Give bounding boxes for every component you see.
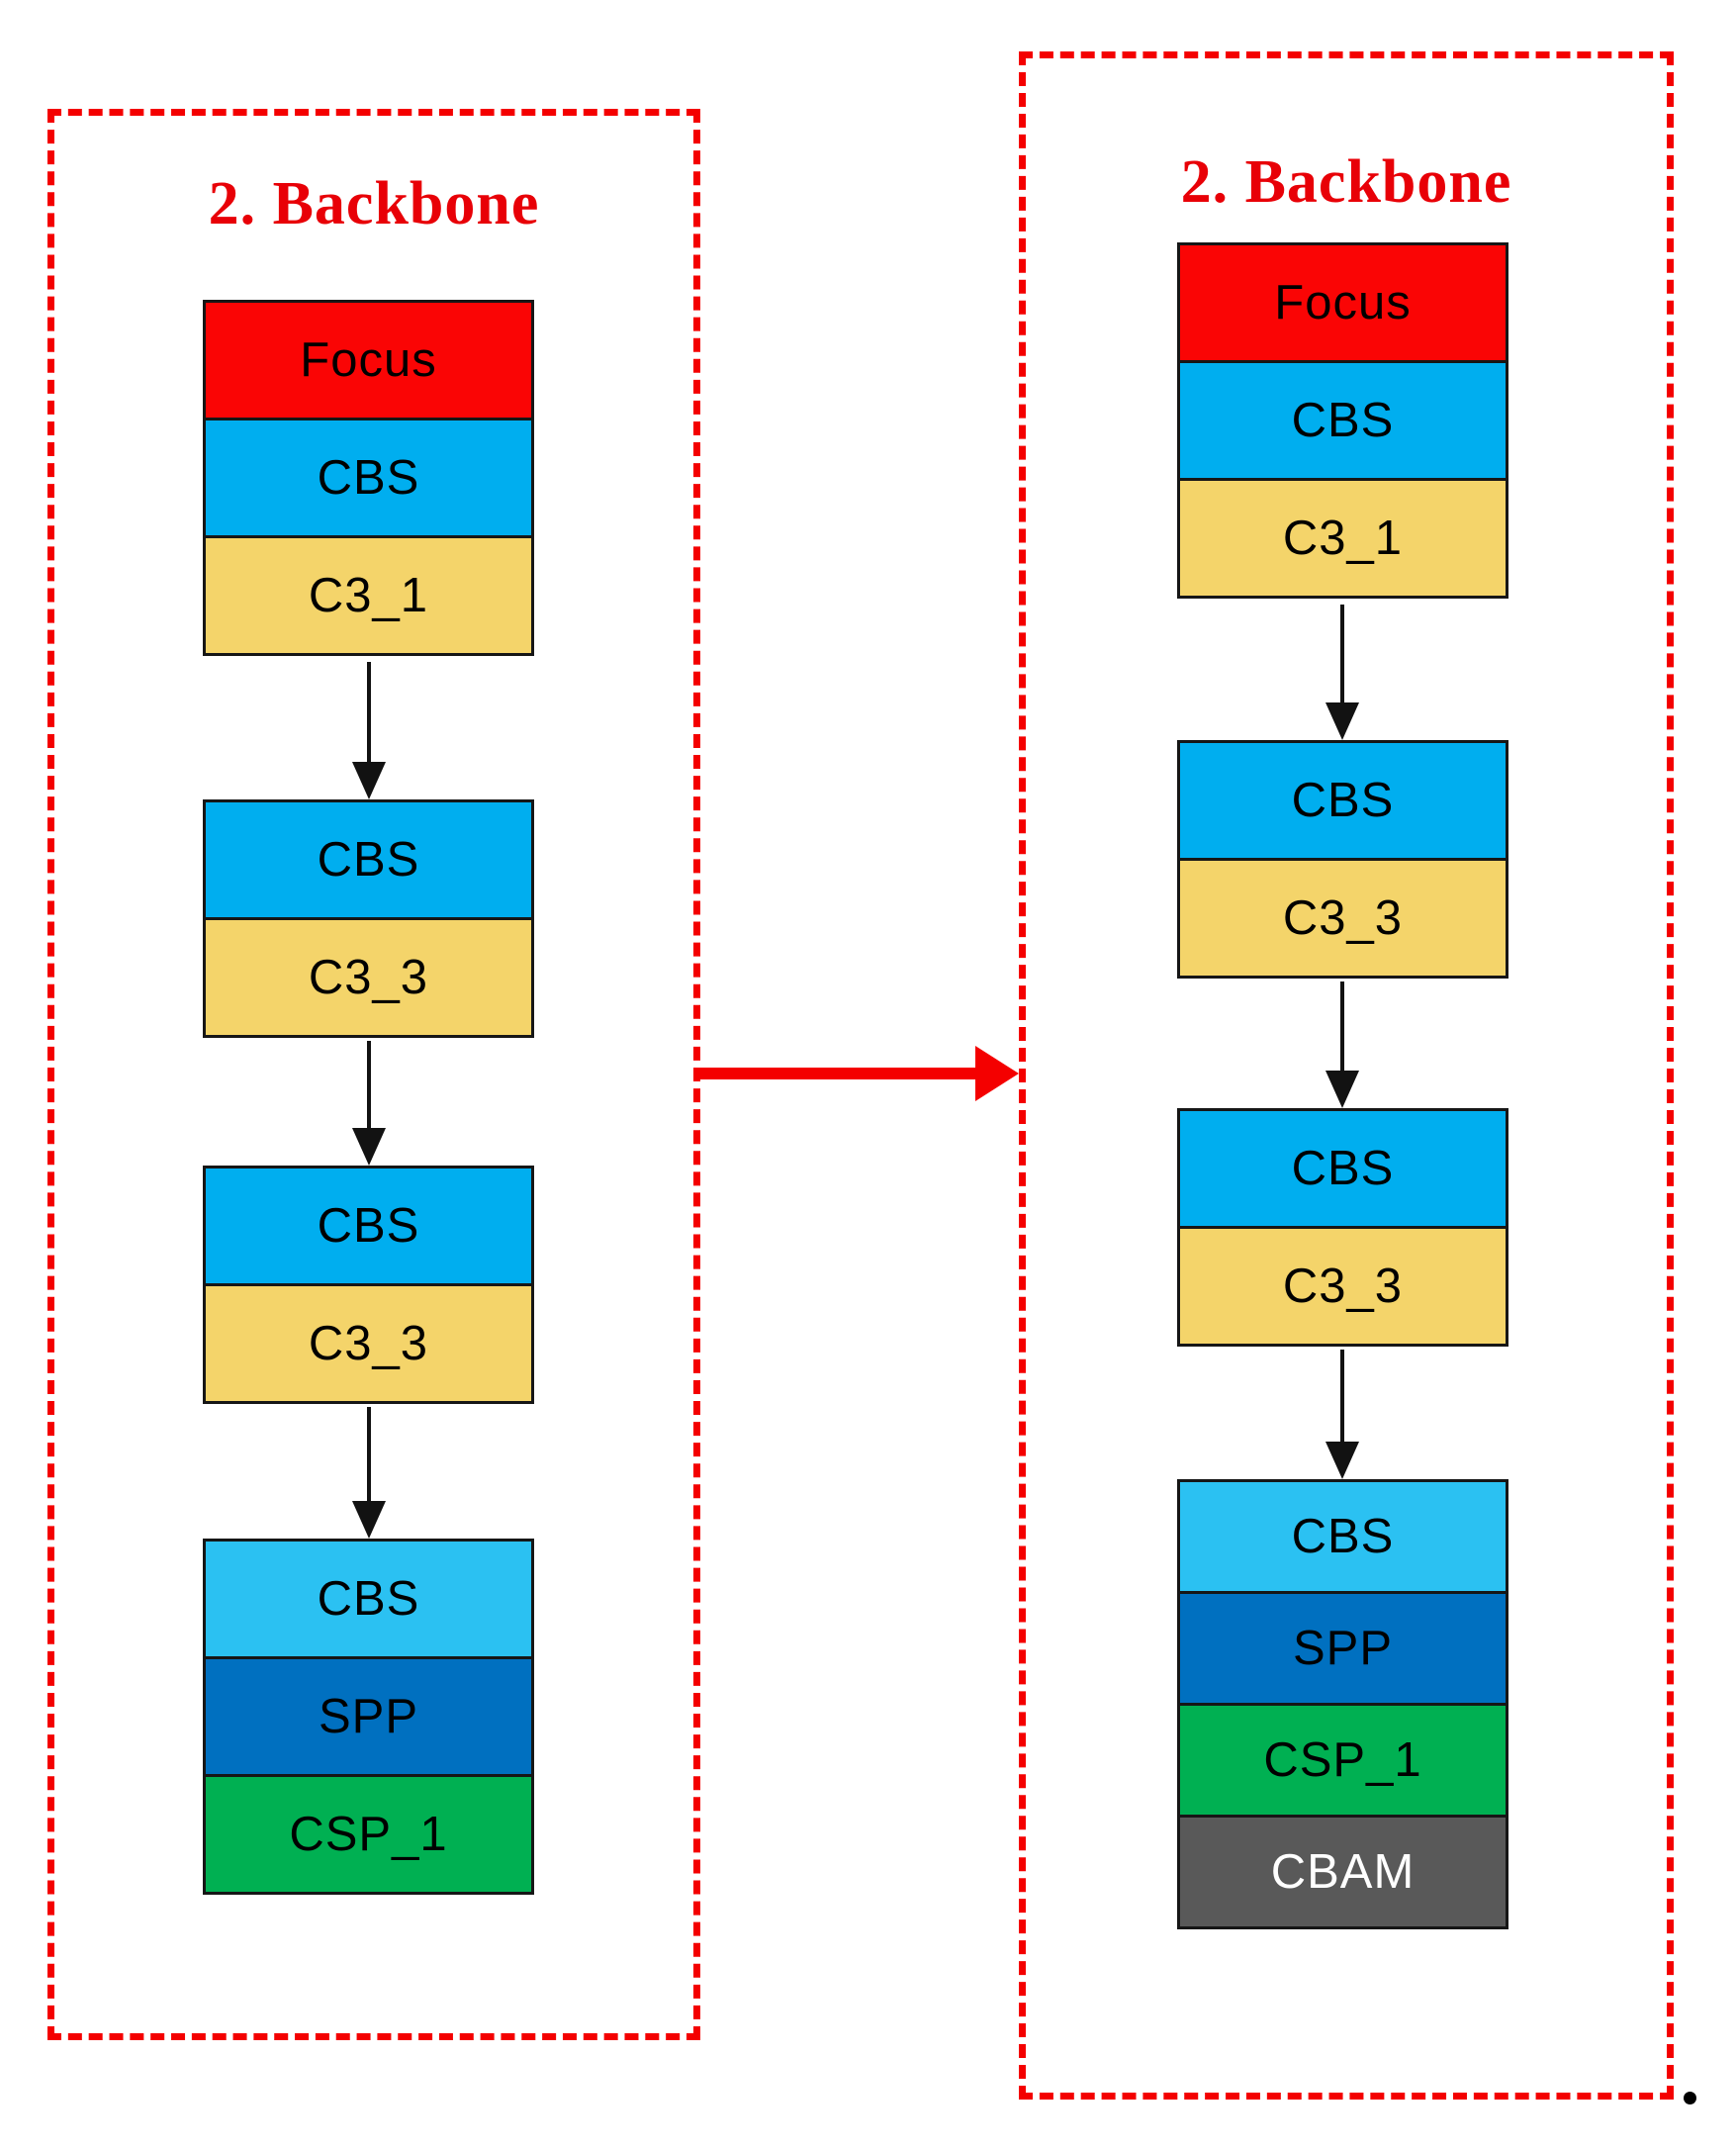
block-c3-3: C3_3 [203, 917, 534, 1038]
down-arrow-icon [349, 662, 389, 799]
arrow-head [1325, 1442, 1359, 1479]
block-cbs: CBS [203, 1539, 534, 1659]
down-arrow-icon [1323, 982, 1362, 1108]
block-csp-1: CSP_1 [1177, 1703, 1508, 1818]
arrow-shaft [1340, 605, 1344, 704]
backbone-panel-modified: 2. Backbone Focus CBS C3_1 CBS C3_3 CBS … [1019, 51, 1674, 2100]
block-cbs: CBS [1177, 1479, 1508, 1594]
panel-title: 2. Backbone [1180, 148, 1512, 216]
block-cbs: CBS [203, 799, 534, 920]
block-csp-1: CSP_1 [203, 1774, 534, 1895]
block-c3-3: C3_3 [1177, 1226, 1508, 1347]
block-cbam: CBAM [1177, 1815, 1508, 1929]
arrow-head [1325, 1071, 1359, 1108]
transform-arrow-icon [700, 1046, 1019, 1101]
block-spp: SPP [203, 1656, 534, 1777]
block-cbs: CBS [1177, 740, 1508, 861]
down-arrow-icon [1323, 605, 1362, 740]
block-focus: Focus [203, 300, 534, 421]
backbone-panel-original: 2. Backbone Focus CBS C3_1 CBS C3_3 CBS … [47, 109, 700, 2040]
arrow-head [352, 1128, 386, 1166]
arrow-head [975, 1046, 1019, 1101]
arrow-shaft [1340, 1350, 1344, 1444]
block-focus: Focus [1177, 242, 1508, 363]
arrow-shaft [367, 1041, 371, 1130]
module-stack: CBS SPP CSP_1 [203, 1539, 534, 1895]
module-stack: CBS C3_3 [203, 1166, 534, 1404]
block-c3-1: C3_1 [1177, 478, 1508, 599]
module-stack: Focus CBS C3_1 [203, 300, 534, 656]
module-stack: Focus CBS C3_1 [1177, 242, 1508, 599]
arrow-head [1325, 702, 1359, 740]
down-arrow-icon [349, 1041, 389, 1166]
arrow-head [352, 1501, 386, 1539]
caption-period-dot [1684, 2092, 1696, 2104]
arrow-shaft [700, 1068, 975, 1079]
arrow-shaft [367, 662, 371, 764]
block-cbs: CBS [203, 418, 534, 538]
block-c3-3: C3_3 [1177, 858, 1508, 979]
block-c3-1: C3_1 [203, 535, 534, 656]
module-stack: CBS C3_3 [1177, 1108, 1508, 1347]
panel-title: 2. Backbone [208, 170, 540, 237]
arrow-shaft [367, 1407, 371, 1503]
down-arrow-icon [349, 1407, 389, 1539]
block-cbs: CBS [1177, 360, 1508, 481]
block-cbs: CBS [1177, 1108, 1508, 1229]
block-spp: SPP [1177, 1591, 1508, 1706]
down-arrow-icon [1323, 1350, 1362, 1479]
module-stack: CBS SPP CSP_1 CBAM [1177, 1479, 1508, 1929]
arrow-head [352, 762, 386, 799]
block-c3-3: C3_3 [203, 1283, 534, 1404]
arrow-shaft [1340, 982, 1344, 1073]
block-cbs: CBS [203, 1166, 534, 1286]
module-stack: CBS C3_3 [1177, 740, 1508, 979]
module-stack: CBS C3_3 [203, 799, 534, 1038]
